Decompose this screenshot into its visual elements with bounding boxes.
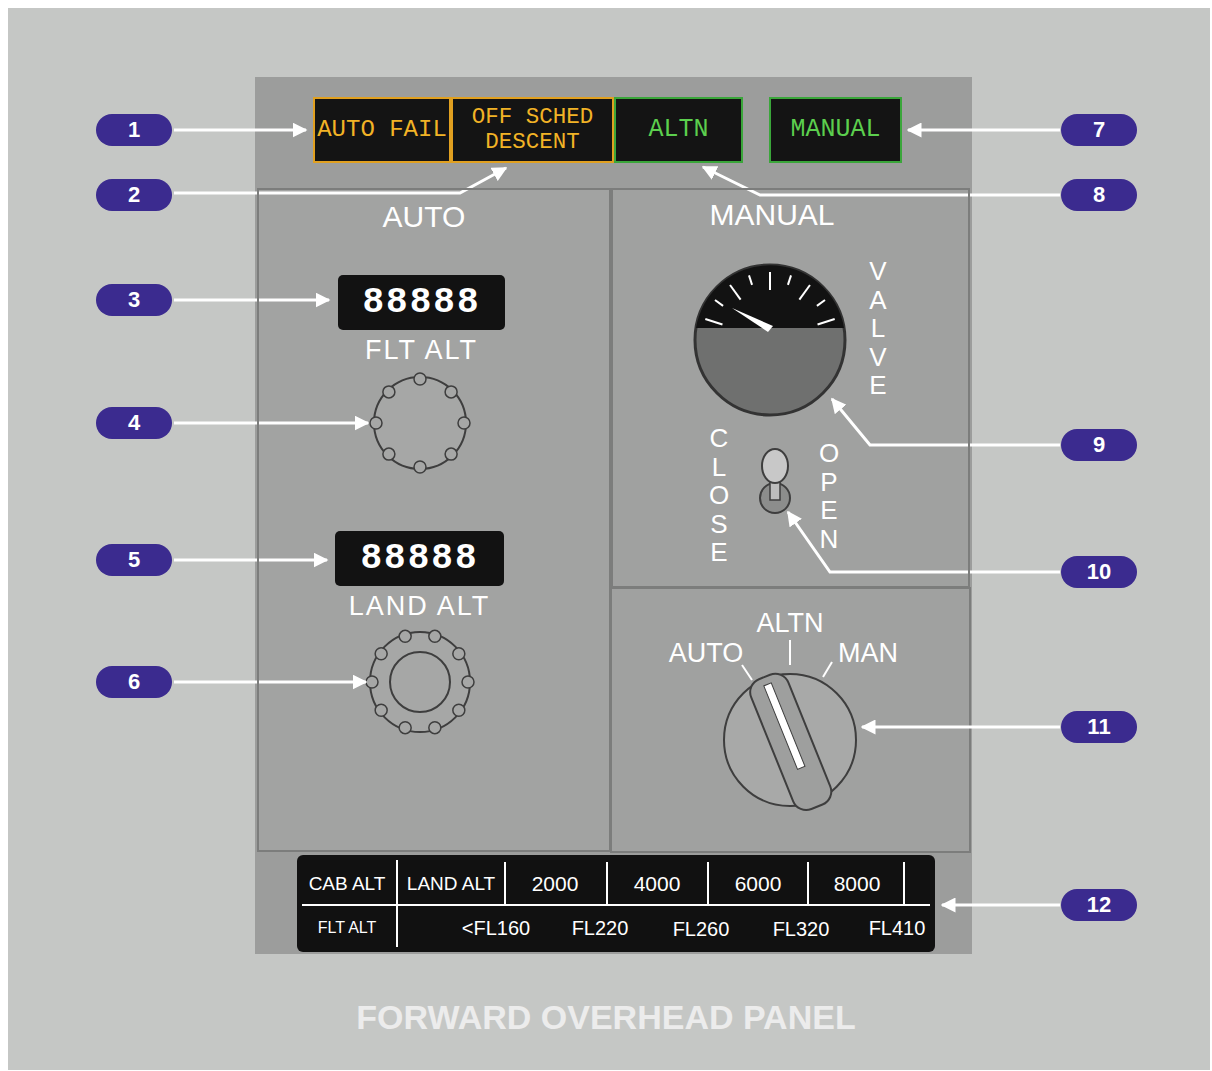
light-text: ALTN xyxy=(648,116,708,144)
annunciator-light: AUTO FAIL xyxy=(313,97,451,163)
placard-cell: FL220 xyxy=(572,917,629,940)
placard-cell: 2000 xyxy=(532,872,579,896)
digit-window: 88888 xyxy=(335,531,504,586)
valve-label: VALVE xyxy=(865,257,891,400)
section-heading: AUTO xyxy=(259,200,589,234)
placard-cell: FL260 xyxy=(673,918,730,941)
placard xyxy=(297,855,935,952)
light-text: AUTO FAIL xyxy=(317,117,447,143)
callout-number: 2 xyxy=(96,179,172,211)
auto-section: AUTO88888FLT ALT88888LAND ALT xyxy=(257,188,611,852)
leader-lines xyxy=(174,130,1060,905)
auto-section-face xyxy=(257,188,611,852)
callout-number: 7 xyxy=(1061,114,1137,146)
placard-cell: 4000 xyxy=(634,872,681,896)
callout-number: 11 xyxy=(1061,711,1137,743)
placard-cell: 8000 xyxy=(834,872,881,896)
callout-number: 8 xyxy=(1061,179,1137,211)
callout-number: 4 xyxy=(96,407,172,439)
altitude-display: 88888FLT ALT xyxy=(338,275,505,370)
section-heading: MANUAL xyxy=(613,198,931,232)
placard-cell: LAND ALT xyxy=(407,873,495,895)
placard-cell: FL320 xyxy=(773,918,830,941)
altitude-display: 88888LAND ALT xyxy=(335,531,504,626)
caption: FORWARD OVERHEAD PANEL xyxy=(0,998,1212,1037)
background xyxy=(8,8,1210,1070)
placard-cell: FLT ALT xyxy=(318,919,377,937)
selector-position: ALTN xyxy=(756,608,823,639)
selector-section xyxy=(611,588,970,852)
annunciator-light: ALTN xyxy=(614,97,743,163)
toggle-switch xyxy=(760,449,790,513)
valve-gauge xyxy=(695,265,845,415)
callout-number: 10 xyxy=(1061,556,1137,588)
annunciator-light: MANUAL xyxy=(769,97,902,163)
annunciator-light: OFF SCHED DESCENT xyxy=(451,97,614,163)
switch-position: OPEN xyxy=(816,439,842,553)
switch-position: CLOSE xyxy=(706,424,732,567)
display-label: LAND ALT xyxy=(335,591,504,622)
callout-number: 6 xyxy=(96,666,172,698)
placard-cell: CAB ALT xyxy=(309,873,386,895)
callout-number: 12 xyxy=(1061,889,1137,921)
light-text: OFF SCHED DESCENT xyxy=(453,105,612,155)
callout-number: 5 xyxy=(96,544,172,576)
digit-window: 88888 xyxy=(338,275,505,330)
manual-section: MANUAL xyxy=(611,188,970,588)
selector-position: MAN xyxy=(838,638,898,669)
callout-number: 3 xyxy=(96,284,172,316)
manual-section-face xyxy=(611,188,970,588)
placard-cell: <FL160 xyxy=(462,917,530,940)
callout-number: 1 xyxy=(96,114,172,146)
placard-cell: FL410 xyxy=(869,917,926,940)
callout-number: 9 xyxy=(1061,429,1137,461)
display-label: FLT ALT xyxy=(338,335,505,366)
selector-position: AUTO xyxy=(669,638,744,669)
light-text: MANUAL xyxy=(790,116,880,144)
mode-selector xyxy=(724,640,856,814)
placard-cell: 6000 xyxy=(735,872,782,896)
panel-face xyxy=(255,77,972,954)
